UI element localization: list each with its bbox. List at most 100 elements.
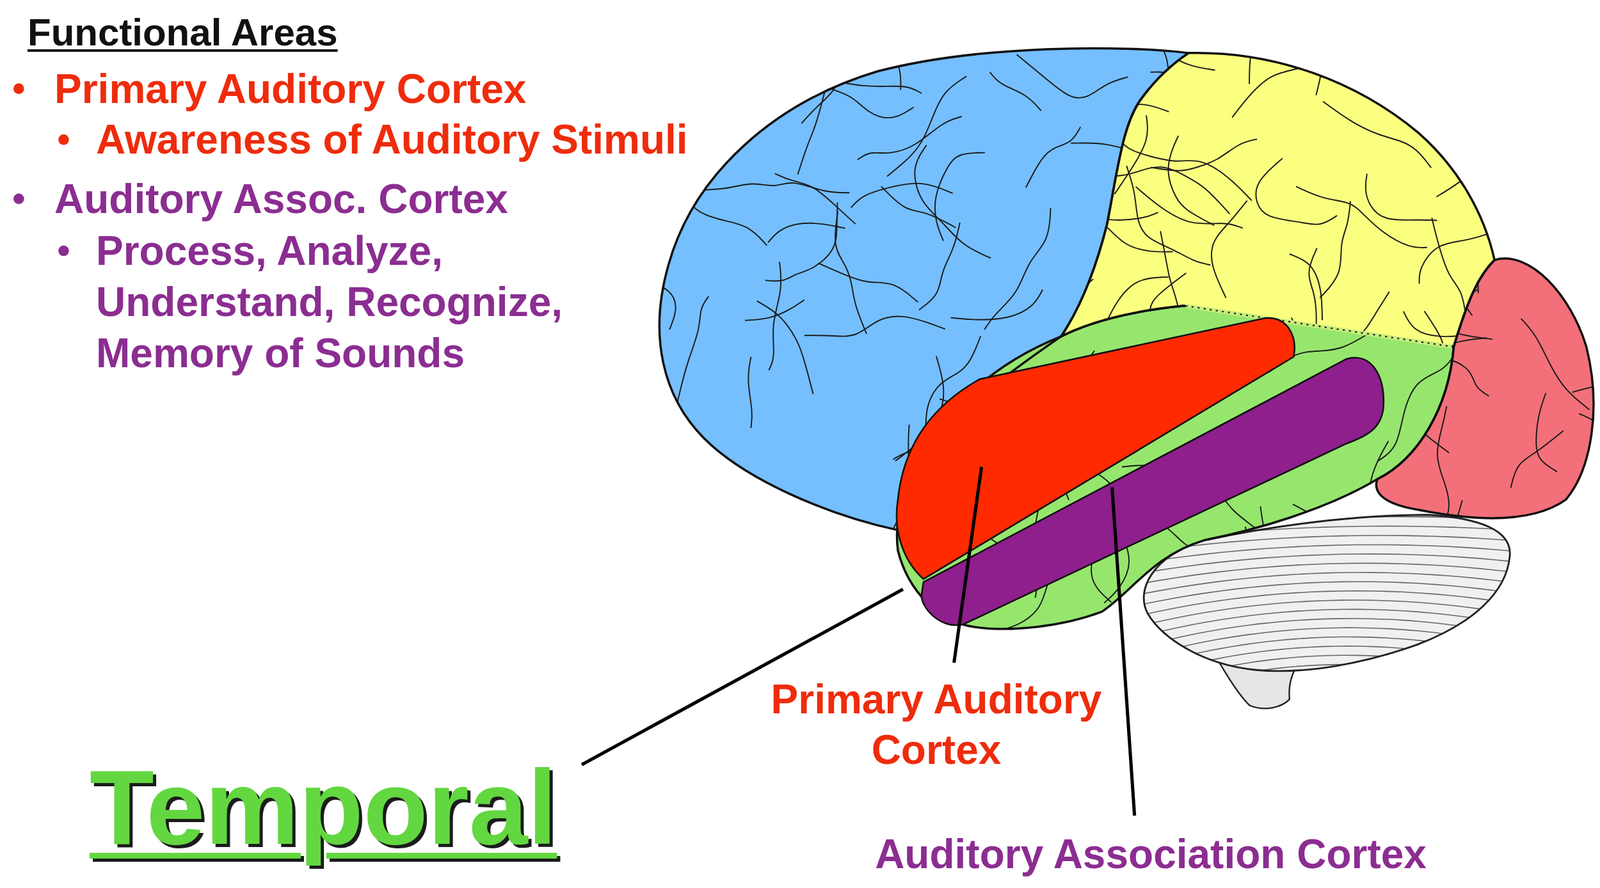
sulcus-line <box>775 174 856 224</box>
sulcus-line <box>1296 186 1427 248</box>
sulcus-line <box>1419 233 1489 283</box>
sulcus-line <box>594 36 706 116</box>
folium-line <box>1127 637 1526 672</box>
sulcus-line <box>757 301 813 394</box>
sulcus-line <box>845 83 921 93</box>
sulcus-line <box>990 72 1041 111</box>
sulcus-line <box>691 183 849 193</box>
folium-line <box>1127 646 1526 683</box>
sulcus-line <box>1338 524 1368 591</box>
sulcus-line <box>1323 101 1432 168</box>
sulcus-line <box>801 73 841 123</box>
sulcus-line <box>1403 311 1487 337</box>
sulcus-line <box>677 35 777 90</box>
sulcus-line <box>935 152 985 241</box>
sulcus-line <box>1111 130 1252 201</box>
lobe-name: Temporal <box>89 755 557 861</box>
bullet <box>58 245 70 257</box>
sulcus-line <box>919 223 960 310</box>
folium-line <box>1127 609 1526 640</box>
sulcus-line <box>1255 158 1337 225</box>
sulcus-line <box>1050 178 1158 221</box>
sulcus-line <box>1438 177 1479 293</box>
sulcus-line <box>1436 81 1517 197</box>
sulcus-line <box>1228 256 1263 312</box>
sulcus-line <box>1308 248 1317 333</box>
sulcus-line <box>1431 218 1467 323</box>
sulcus-line <box>766 202 838 281</box>
sulcus-line <box>1572 380 1600 405</box>
sulcus-line <box>1016 55 1128 98</box>
sulcus-line <box>1579 414 1600 430</box>
sulcus-line <box>695 524 726 631</box>
sulcus-line <box>1536 393 1557 472</box>
bullet-text: Awareness of Auditory Stimuli <box>96 115 688 165</box>
sulcus-line <box>1025 127 1081 187</box>
sulcus-line <box>1511 431 1563 488</box>
bullet <box>58 134 70 146</box>
sulcus-line <box>1151 139 1257 171</box>
sulcus-line <box>618 517 689 568</box>
sulcus-line <box>818 263 918 303</box>
folium-line <box>1127 673 1526 715</box>
temporal-sulci <box>854 256 1454 649</box>
sulcus-line <box>1168 136 1214 226</box>
sulcus-line <box>858 116 962 160</box>
sulcus-line <box>637 86 699 94</box>
occipital-outline <box>1376 258 1593 519</box>
sulcus-line <box>1378 24 1442 70</box>
sulcus-line <box>951 289 1043 320</box>
sulcus-line <box>1095 248 1159 319</box>
sulcus-line <box>1042 104 1169 192</box>
sulcus-line <box>1271 0 1322 95</box>
sulcus-line <box>1521 319 1590 410</box>
leader-line <box>954 467 982 664</box>
folium-line <box>1127 664 1526 704</box>
frontal-sulci <box>576 0 1300 631</box>
sulcus-line <box>914 145 991 258</box>
sulcus-line <box>1406 278 1472 316</box>
sulcus-line <box>1425 0 1510 98</box>
folium-line <box>1127 591 1526 619</box>
sulcus-line <box>887 76 967 177</box>
sulcus-line <box>1149 273 1186 336</box>
sulcus-line <box>1397 501 1462 569</box>
bullet-text: Process, Analyze, Understand, Recognize,… <box>96 225 621 379</box>
sulcus-line <box>848 0 968 61</box>
folium-line <box>1127 600 1526 630</box>
sulcus-line <box>1365 174 1437 221</box>
parietal-lobe <box>1061 53 1495 347</box>
folium-line <box>1127 581 1526 608</box>
association-band <box>921 357 1384 626</box>
folium-line <box>1127 572 1526 598</box>
sulcus-line <box>1056 127 1076 220</box>
sulcus-line <box>1136 186 1243 228</box>
sulcus-line <box>1291 292 1389 351</box>
bullet-heading: Primary Auditory Cortex <box>54 64 527 114</box>
sulcus-line <box>768 223 845 243</box>
parietal-outline <box>1061 53 1495 347</box>
sulcus-line <box>1127 0 1168 70</box>
sulcus-line <box>1437 407 1449 525</box>
region-label: Auditory Association Cortex <box>874 830 1427 880</box>
leader-line <box>1112 487 1135 816</box>
sulcus-line <box>1422 357 1488 397</box>
sulcus-line <box>1126 166 1210 265</box>
sulcus-line <box>748 357 752 429</box>
heading: Functional Areas <box>27 9 338 56</box>
sulcus-line <box>1150 72 1193 159</box>
sulcus-line <box>851 183 953 208</box>
sulcus-line <box>1377 356 1453 461</box>
sulcus-line <box>1397 337 1487 420</box>
sulcus-line <box>885 0 901 90</box>
sulcus-line <box>576 427 677 472</box>
sulcus-line <box>1391 462 1408 617</box>
sulcus-line <box>1447 24 1463 151</box>
folium-line <box>1127 655 1526 694</box>
folium-line <box>1127 563 1526 587</box>
sulcus-line <box>984 208 1051 330</box>
sulcus-line <box>1286 5 1400 88</box>
bullet-heading: Auditory Assoc. Cortex <box>54 174 509 224</box>
sulcus-line <box>1290 254 1323 320</box>
